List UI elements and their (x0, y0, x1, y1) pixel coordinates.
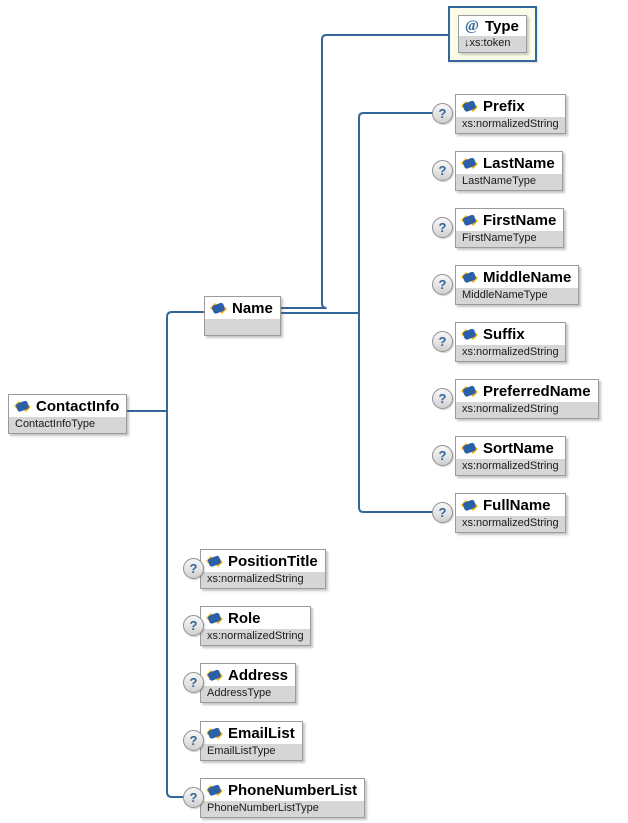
element-icon (461, 214, 478, 227)
element-node-sortname[interactable]: SortName xs:normalizedString (455, 436, 566, 476)
element-name: MiddleName (483, 269, 572, 286)
element-node-phonenumberlist[interactable]: PhoneNumberList PhoneNumberListType (200, 778, 366, 818)
element-icon (461, 499, 478, 512)
element-name: Role (228, 610, 261, 627)
element-icon (206, 727, 223, 740)
element-icon (206, 555, 223, 568)
element-name: EmailList (228, 725, 295, 742)
element-node-middlename[interactable]: MiddleName MiddleNameType (455, 265, 580, 305)
element-name: Prefix (483, 98, 525, 115)
optional-indicator: ? (432, 388, 453, 409)
element-name: PositionTitle (228, 553, 318, 570)
element-icon (206, 669, 223, 682)
optional-indicator: ? (432, 217, 453, 238)
optional-indicator: ? (432, 502, 453, 523)
element-name: Address (228, 667, 289, 684)
attribute-type: ↓xs:token (459, 36, 526, 52)
optional-indicator: ? (432, 274, 453, 295)
element-type: FirstNameType (456, 231, 564, 247)
element-icon (461, 100, 478, 113)
element-node-prefix[interactable]: Prefix xs:normalizedString (455, 94, 566, 134)
element-node-role[interactable]: Role xs:normalizedString (200, 606, 311, 646)
element-type: xs:normalizedString (456, 459, 565, 475)
element-icon (210, 302, 227, 315)
element-type: MiddleNameType (456, 288, 579, 304)
element-icon (206, 612, 223, 625)
attribute-name: Type (484, 18, 519, 35)
element-node-contactinfo[interactable]: ContactInfo ContactInfoType (8, 394, 128, 434)
element-type: xs:normalizedString (456, 402, 598, 418)
element-icon (206, 784, 223, 797)
element-node-fullname[interactable]: FullName xs:normalizedString (455, 493, 566, 533)
element-name: PreferredName (483, 383, 591, 400)
element-type: xs:normalizedString (456, 516, 565, 532)
element-type: PhoneNumberListType (201, 801, 365, 817)
element-node-address[interactable]: Address AddressType (200, 663, 297, 703)
element-icon (461, 385, 478, 398)
element-type: LastNameType (456, 174, 562, 190)
optional-indicator: ? (432, 103, 453, 124)
optional-indicator: ? (183, 615, 204, 636)
optional-indicator: ? (432, 445, 453, 466)
optional-indicator: ? (183, 730, 204, 751)
element-node-preferredname[interactable]: PreferredName xs:normalizedString (455, 379, 599, 419)
element-node-firstname[interactable]: FirstName FirstNameType (455, 208, 565, 248)
element-icon (461, 157, 478, 170)
element-name: FirstName (483, 212, 557, 229)
element-type: xs:normalizedString (201, 572, 325, 588)
element-node-lastname[interactable]: LastName LastNameType (455, 151, 563, 191)
element-node-name[interactable]: Name (204, 296, 281, 336)
element-icon (14, 400, 31, 413)
optional-indicator: ? (183, 558, 204, 579)
element-name: Name (232, 300, 273, 317)
element-type: EmailListType (201, 744, 302, 760)
element-type: AddressType (201, 686, 296, 702)
element-name: Suffix (483, 326, 525, 343)
element-type: xs:normalizedString (456, 117, 565, 133)
element-node-suffix[interactable]: Suffix xs:normalizedString (455, 322, 566, 362)
element-name: ContactInfo (36, 398, 120, 415)
element-type: ContactInfoType (9, 417, 127, 433)
element-name: SortName (483, 440, 554, 457)
element-node-emaillist[interactable]: EmailList EmailListType (200, 721, 303, 761)
element-type: xs:normalizedString (456, 345, 565, 361)
optional-indicator: ? (432, 331, 453, 352)
element-icon (461, 442, 478, 455)
element-name: FullName (483, 497, 551, 514)
element-icon (461, 328, 478, 341)
element-type (205, 319, 280, 335)
attribute-frame: @ Type ↓xs:token (448, 6, 537, 62)
element-icon (461, 271, 478, 284)
optional-indicator: ? (183, 672, 204, 693)
element-node-positiontitle[interactable]: PositionTitle xs:normalizedString (200, 549, 326, 589)
attribute-node-type[interactable]: @ Type ↓xs:token (458, 15, 527, 53)
optional-indicator: ? (183, 787, 204, 808)
element-name: PhoneNumberList (228, 782, 358, 799)
element-type: xs:normalizedString (201, 629, 310, 645)
attribute-at-icon: @ (465, 18, 479, 34)
optional-indicator: ? (432, 160, 453, 181)
element-name: LastName (483, 155, 555, 172)
